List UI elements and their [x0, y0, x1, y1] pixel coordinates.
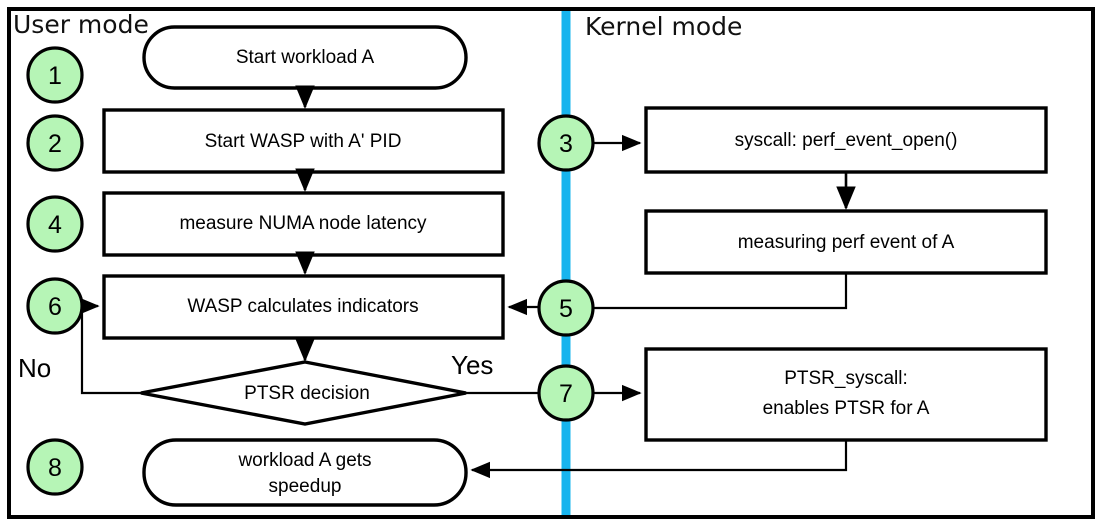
node-workload-speedup-label-line1: workload A gets [237, 450, 371, 471]
step-circle-1[interactable] [26, 46, 84, 104]
step-circle-7[interactable] [537, 364, 595, 422]
node-ptsr-syscall-label-line2: enables PTSR for A [763, 398, 930, 419]
edge-no-loopback [79, 297, 141, 395]
node-start-wasp-label: Start WASP with A' PID [205, 131, 402, 152]
node-ptsr-syscall[interactable] [644, 347, 1048, 442]
diagram-border [7, 7, 1095, 519]
step-circle-4-label: 4 [48, 211, 62, 239]
lane-label-kernel-mode: Kernel mode [585, 12, 742, 41]
node-syscall-perf-open-label: syscall: perf_event_open() [735, 130, 958, 151]
step-circle-2-label: 2 [48, 130, 62, 158]
step-circle-5[interactable] [537, 279, 595, 337]
node-start-workload-label: Start workload A [236, 47, 375, 68]
node-ptsr-syscall-label-line1: PTSR_syscall: [784, 368, 908, 389]
step-circle-6[interactable] [26, 277, 84, 335]
node-workload-speedup-label-line2: speedup [269, 476, 342, 497]
node-measure-numa[interactable] [102, 191, 505, 257]
branch-label-no: No [18, 353, 51, 383]
node-measuring-perf[interactable] [644, 209, 1048, 275]
step-circle-3-label: 3 [559, 130, 573, 158]
node-ptsr-decision-label: PTSR decision [244, 383, 370, 404]
node-measure-numa-label: measure NUMA node latency [179, 213, 427, 234]
node-syscall-perf-open[interactable] [644, 106, 1048, 174]
branch-label-yes: Yes [451, 350, 493, 380]
node-measuring-perf-label: measuring perf event of A [738, 232, 955, 253]
node-start-wasp[interactable] [102, 108, 505, 174]
step-circle-5-label: 5 [559, 295, 573, 323]
step-circle-8-label: 8 [48, 454, 62, 482]
step-circle-6-label: 6 [48, 293, 62, 321]
node-ptsr-decision[interactable] [140, 360, 467, 426]
step-circle-7-label: 7 [559, 380, 573, 408]
node-wasp-calculates-label: WASP calculates indicators [187, 296, 418, 317]
step-circle-3[interactable] [537, 114, 595, 172]
node-workload-speedup[interactable] [142, 438, 468, 507]
step-circle-1-label: 1 [48, 62, 62, 90]
edge-ptsr-syscall-to-speedup [470, 440, 848, 479]
step-circle-2[interactable] [26, 114, 84, 172]
lane-label-user-mode: User mode [13, 10, 149, 39]
edge-measuring-to-step5 [592, 273, 848, 310]
step-circle-4[interactable] [26, 195, 84, 253]
step-circle-8[interactable] [26, 438, 84, 496]
node-wasp-calculates[interactable] [102, 274, 505, 340]
